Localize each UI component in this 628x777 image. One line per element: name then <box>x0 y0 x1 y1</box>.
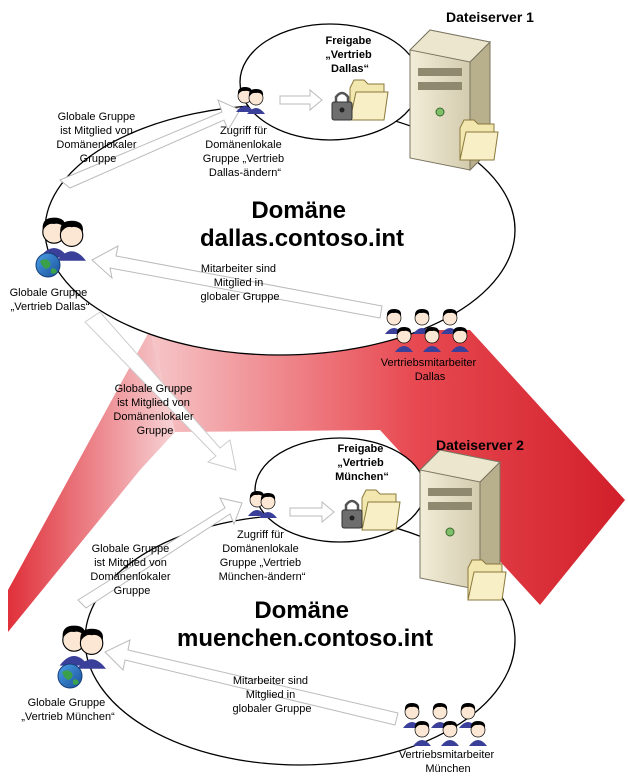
share2-label: Freigabe „Vertrieb München“ <box>335 443 389 483</box>
member-arrow-domain1 <box>91 245 383 319</box>
domain1-access-label: Zugriff für Domänenlokale Gruppe „Vertri… <box>203 125 287 179</box>
cross-domain-label: Globale Gruppe ist Mitglied von Domänenl… <box>113 383 196 437</box>
domain1-name: Domäne dallas.contoso.int <box>200 197 404 252</box>
staff-muenchen-label: Vertriebsmitarbeiter München <box>399 749 497 775</box>
globe-muenchen-icon <box>57 663 83 689</box>
server2-folder-icon <box>467 559 507 601</box>
domain2-member-label: Mitarbeiter sind Mitglied in globaler Gr… <box>233 675 312 715</box>
globe-dallas-icon <box>35 252 61 278</box>
trust-band <box>150 330 625 605</box>
member-arrow-domain2 <box>104 639 399 726</box>
domain2-nested-label: Globale Gruppe ist Mitglied von Domänenl… <box>90 543 173 597</box>
global-group-muenchen-icon <box>60 626 106 669</box>
trust-band-left <box>8 330 175 632</box>
staff-dallas-label: Vertriebsmitarbeiter Dallas <box>381 357 479 383</box>
share-arrow-domain2 <box>289 500 335 524</box>
share1-folder-icon <box>349 79 389 121</box>
share1-label: Freigabe „Vertrieb Dallas“ <box>325 35 375 75</box>
global-group-muenchen-label: Globale Gruppe „Vertrieb München“ <box>21 697 115 723</box>
share-arrow-domain1 <box>279 88 323 112</box>
domain2-name: Domäne muenchen.contoso.int <box>177 597 433 652</box>
domain2-access-label: Zugriff für Domänenlokale Gruppe „Vertri… <box>219 529 306 583</box>
domain1-member-label: Mitarbeiter sind Mitglied in globaler Gr… <box>201 263 280 303</box>
server1-folder-icon <box>459 119 499 161</box>
domain1-nested-label: Globale Gruppe ist Mitglied von Domänenl… <box>56 111 139 165</box>
domain2-access-group-icon <box>248 491 277 518</box>
nested-arrow-domain1 <box>59 99 241 189</box>
server2-title: Dateiserver 2 <box>436 437 524 453</box>
global-group-dallas-label: Globale Gruppe „Vertrieb Dallas“ <box>10 287 91 313</box>
domain1-access-group-icon <box>236 87 265 114</box>
cross-domain-arrow <box>84 311 237 471</box>
share2-folder-icon <box>361 489 401 531</box>
nested-arrow-domain2 <box>77 497 243 609</box>
server1-title: Dateiserver 1 <box>446 9 534 25</box>
